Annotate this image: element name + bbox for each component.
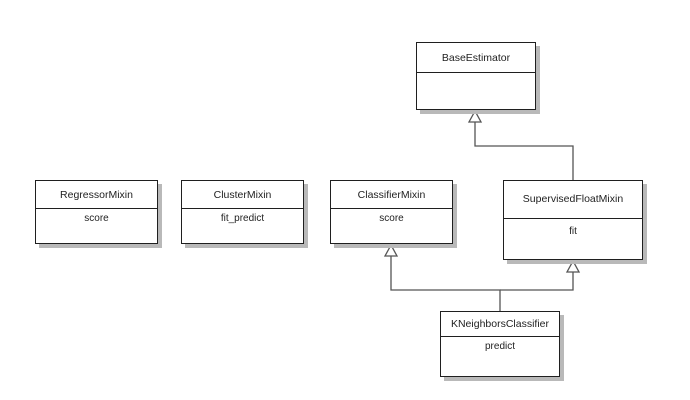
edge-supervised-to-base bbox=[474, 122, 574, 180]
class-kneighbors-classifier[interactable]: KNeighborsClassifier predict bbox=[440, 311, 560, 377]
class-regressor-mixin[interactable]: RegressorMixin score bbox=[35, 180, 158, 244]
class-name: RegressorMixin bbox=[36, 181, 157, 209]
class-name: SupervisedFloatMixin bbox=[504, 181, 642, 219]
class-base-estimator[interactable]: BaseEstimator bbox=[416, 42, 536, 110]
arrowhead-base bbox=[467, 109, 483, 123]
class-name: KNeighborsClassifier bbox=[441, 312, 559, 337]
class-supervised-float-mixin[interactable]: SupervisedFloatMixin fit bbox=[503, 180, 643, 260]
class-operations: score bbox=[379, 213, 404, 224]
arrowhead-supervised bbox=[565, 259, 581, 273]
class-cluster-mixin[interactable]: ClusterMixin fit_predict bbox=[181, 180, 304, 244]
arrowhead-classifier bbox=[383, 243, 399, 257]
class-name: BaseEstimator bbox=[417, 43, 535, 73]
class-name: ClassifierMixin bbox=[331, 181, 452, 209]
edge-kneighbors-to-classifier bbox=[390, 256, 501, 311]
class-operations: fit bbox=[569, 226, 577, 237]
class-operations: fit_predict bbox=[220, 213, 265, 224]
class-operations: score bbox=[84, 213, 109, 224]
class-operations: predict bbox=[484, 341, 515, 352]
class-classifier-mixin[interactable]: ClassifierMixin score bbox=[330, 180, 453, 244]
class-operations bbox=[417, 73, 535, 76]
class-name: ClusterMixin bbox=[182, 181, 303, 209]
edge-kneighbors-to-supervised bbox=[500, 272, 574, 291]
